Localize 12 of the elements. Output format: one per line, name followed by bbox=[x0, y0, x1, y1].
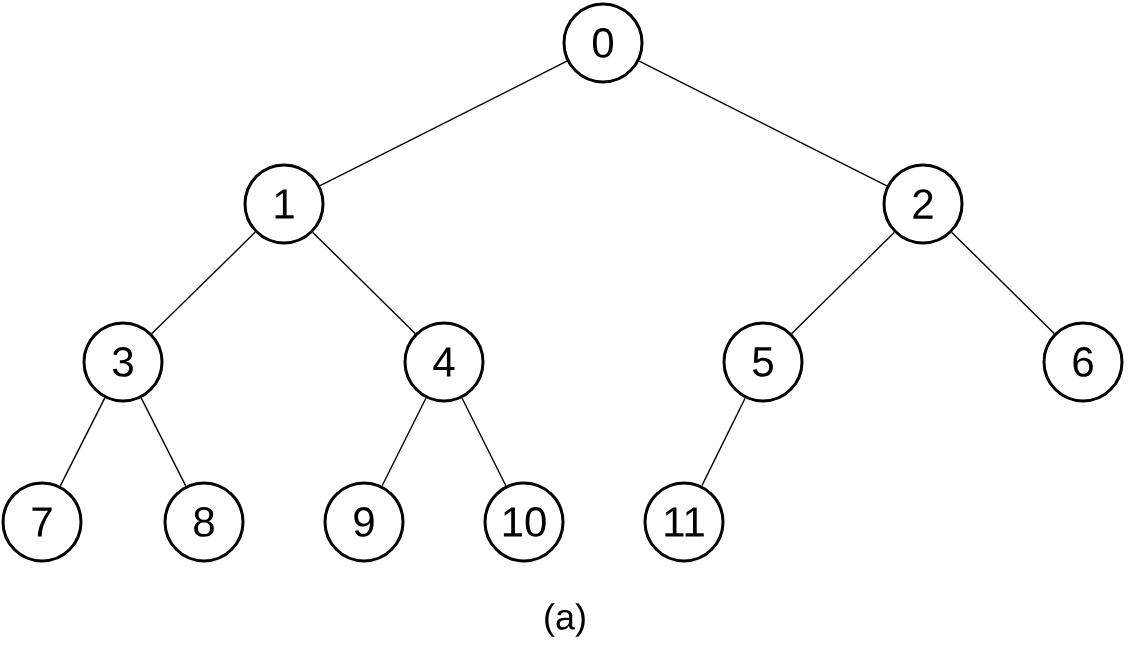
caption: (a) bbox=[545, 603, 585, 637]
tree-edge bbox=[59, 397, 106, 487]
tree-edge bbox=[461, 397, 507, 487]
tree-edge bbox=[951, 231, 1055, 335]
tree-edge bbox=[701, 397, 746, 487]
tree-edge bbox=[381, 397, 427, 487]
tree-edge bbox=[151, 231, 256, 335]
tree-edge bbox=[312, 231, 416, 335]
tree-edge bbox=[319, 60, 568, 187]
tree-edge bbox=[140, 397, 187, 487]
tree-edge bbox=[791, 231, 895, 335]
tree-edge bbox=[638, 60, 888, 187]
